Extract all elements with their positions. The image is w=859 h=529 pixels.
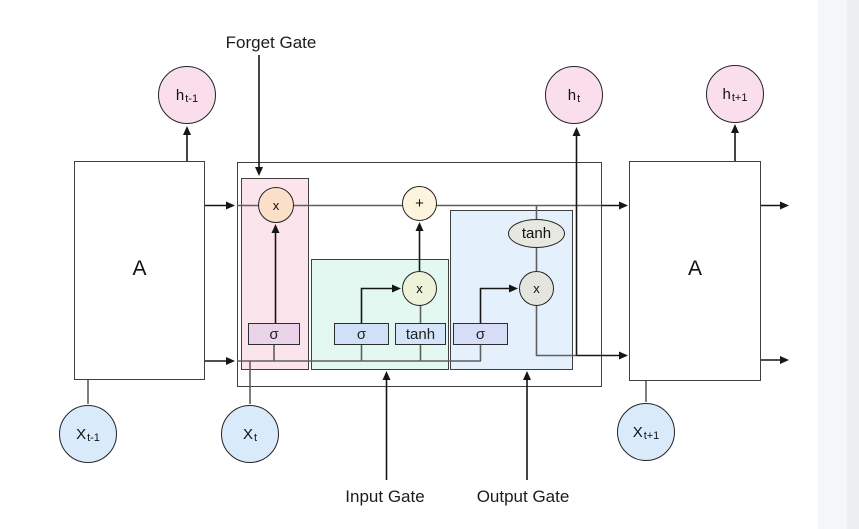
state-subscript: t+1 <box>731 92 748 104</box>
multiply-symbol: x <box>272 197 280 213</box>
input-sigmoid-box: σ <box>334 323 389 345</box>
state-subscript: t <box>577 93 581 105</box>
state-label: h <box>175 86 185 104</box>
cell-box-previous: A <box>74 161 205 380</box>
forget-gate-label: Forget Gate <box>225 33 317 52</box>
tanh-label: tanh <box>405 325 436 343</box>
sigmoid-symbol: σ <box>356 325 367 343</box>
input-subscript: t-1 <box>87 432 100 444</box>
sigmoid-symbol: σ <box>475 325 486 343</box>
output-sigmoid-box: σ <box>453 323 508 345</box>
output-multiply-node: x <box>519 271 554 306</box>
input-tanh-box: tanh <box>395 323 446 345</box>
background-edge-strip <box>847 0 859 529</box>
multiply-symbol: x <box>416 281 423 296</box>
input-gate-label: Input Gate <box>345 487 425 506</box>
input-subscript: t <box>253 432 258 444</box>
state-subscript: t-1 <box>185 93 199 105</box>
input-sigma-arrow <box>360 284 401 323</box>
tanh-label: tanh <box>521 225 552 242</box>
plus-symbol: + <box>415 195 424 212</box>
input-label: X <box>76 425 87 443</box>
output-tanh-node: tanh <box>508 219 565 248</box>
input-multiply-node: x <box>402 271 437 306</box>
lstm-cell-box <box>237 162 602 387</box>
state-label: h <box>722 85 731 103</box>
output-sigma-arrow <box>479 284 518 323</box>
background-strip <box>818 0 847 529</box>
add-node: + <box>402 186 437 221</box>
output-path-line <box>535 306 577 357</box>
output-gate-label: Output Gate <box>476 487 570 506</box>
forget-sigmoid-box: σ <box>248 323 300 345</box>
cell-label: A <box>687 257 702 280</box>
input-label: X <box>632 423 643 441</box>
sigmoid-symbol: σ <box>269 325 279 343</box>
input-label: X <box>242 425 253 443</box>
cell-box-next: A <box>629 161 761 381</box>
cell-label: A <box>132 257 147 280</box>
input-subscript: t+1 <box>643 430 660 442</box>
forget-multiply-node: x <box>258 187 294 223</box>
multiply-symbol: x <box>533 281 540 296</box>
state-label: h <box>567 86 577 104</box>
